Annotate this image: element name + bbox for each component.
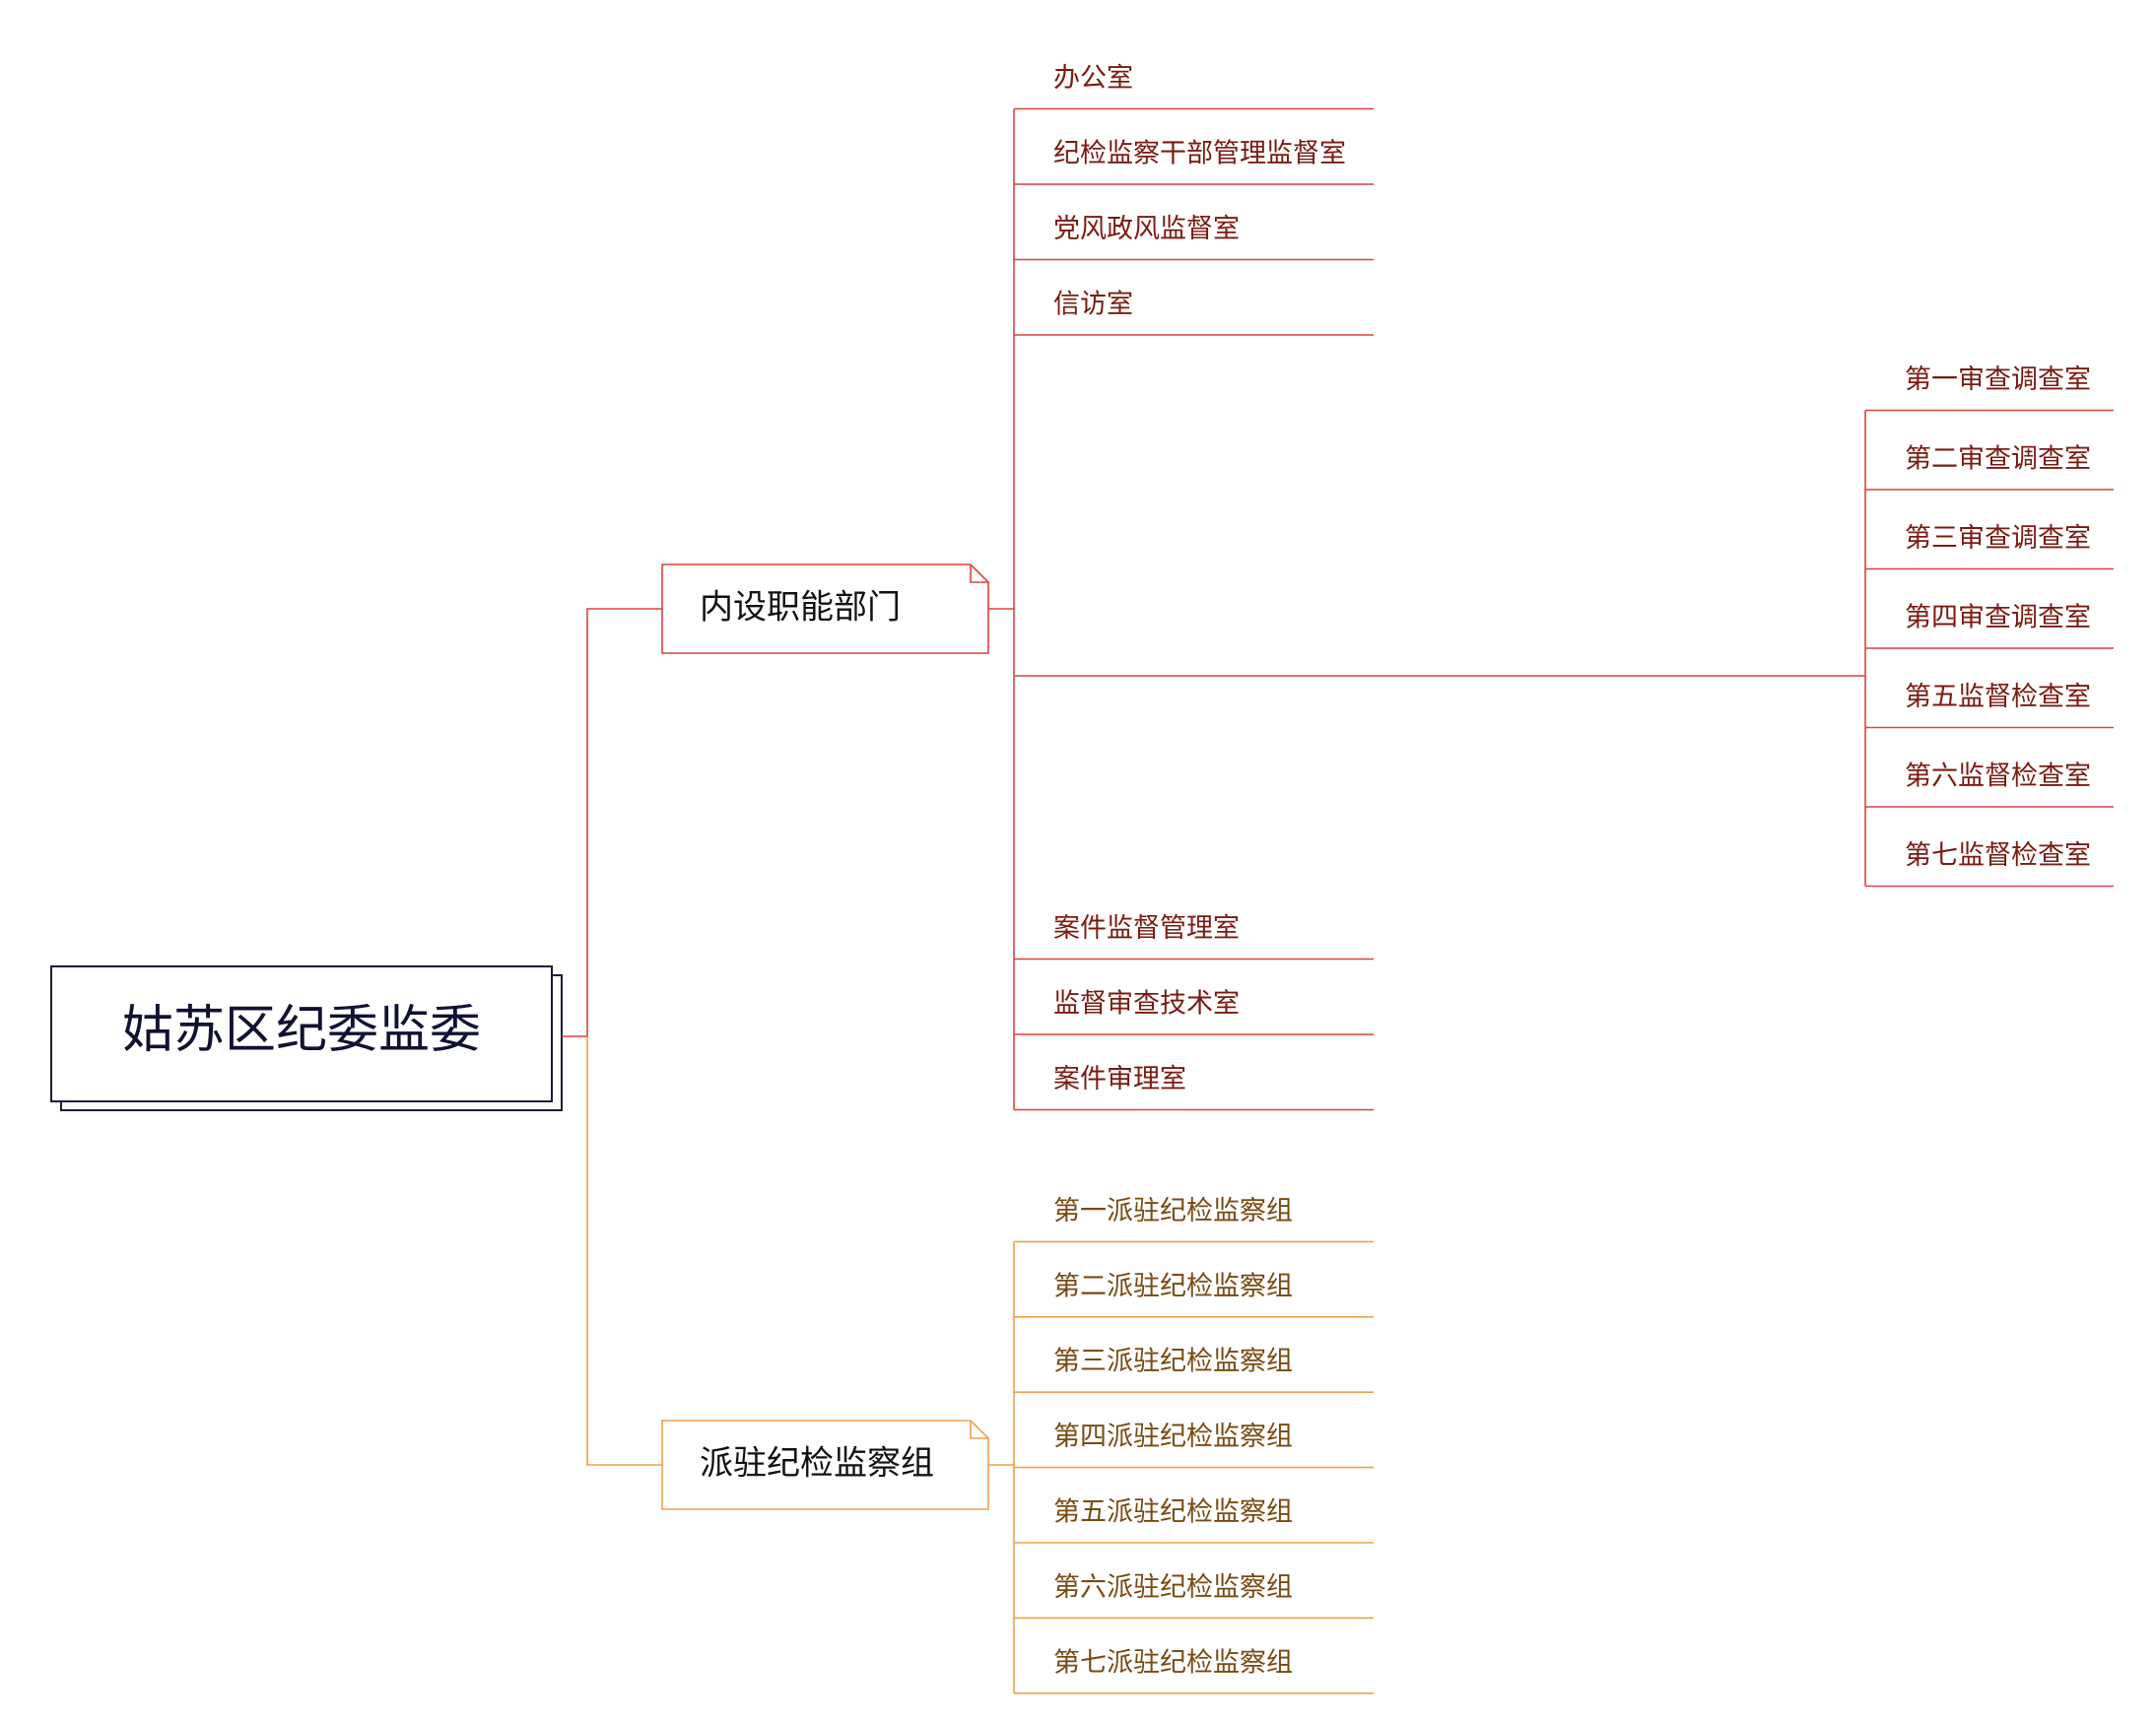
- station-group-label-5: 第五派驻纪检监察组: [1053, 1497, 1293, 1528]
- dept-group-2-label-3: 第三审查调查室: [1905, 523, 2091, 554]
- dept-group-2-label-7: 第七监督检查室: [1905, 840, 2091, 871]
- dept-group-3-label-3: 案件审理室: [1053, 1064, 1186, 1094]
- station-group-label-7: 第七派驻纪检监察组: [1053, 1647, 1293, 1678]
- dept-group-3-label-1: 案件监督管理室: [1053, 913, 1240, 944]
- dept-group-1-label-3: 党风政风监督室: [1053, 214, 1240, 244]
- connector-root-to-branch-1: [586, 608, 662, 1036]
- dept-group-1-label-2: 纪检监察干部管理监督室: [1053, 139, 1346, 169]
- station-group-label-4: 第四派驻纪检监察组: [1053, 1422, 1293, 1452]
- station-group-label-1: 第一派驻纪检监察组: [1053, 1196, 1293, 1226]
- dept-group-2-label-1: 第一审查调查室: [1905, 364, 2091, 395]
- station-group-label-6: 第六派驻纪检监察组: [1053, 1572, 1293, 1603]
- connector-root-to-branch-2: [586, 1036, 662, 1466]
- dept-group-3-label-2: 监督审查技术室: [1053, 989, 1240, 1020]
- branch-node-box-1: [661, 563, 989, 654]
- station-group-label-2: 第二派驻纪检监察组: [1053, 1271, 1293, 1301]
- branch-node-label-2: 派驻纪检监察组: [700, 1444, 934, 1484]
- branch-node-fold-2: [970, 1421, 988, 1439]
- dept-group-2-label-2: 第二审查调查室: [1905, 444, 2091, 475]
- branch-node-label-1: 内设职能部门: [700, 588, 901, 628]
- branch-node-fold-1: [970, 564, 988, 583]
- dept-group-2-label-6: 第六监督检查室: [1905, 762, 2091, 792]
- dept-group-1-label-1: 办公室: [1053, 63, 1133, 94]
- branch-node-box-2: [661, 1420, 989, 1510]
- dept-group-2-label-5: 第五监督检查室: [1905, 682, 2091, 712]
- dept-group-1-label-4: 信访室: [1053, 290, 1133, 320]
- root-node-box: [50, 965, 553, 1102]
- root-node-label: 姑苏区纪委监委: [122, 1001, 481, 1060]
- station-group-label-3: 第三派驻纪检监察组: [1053, 1347, 1293, 1377]
- dept-group-2-label-4: 第四审查调查室: [1905, 603, 2091, 633]
